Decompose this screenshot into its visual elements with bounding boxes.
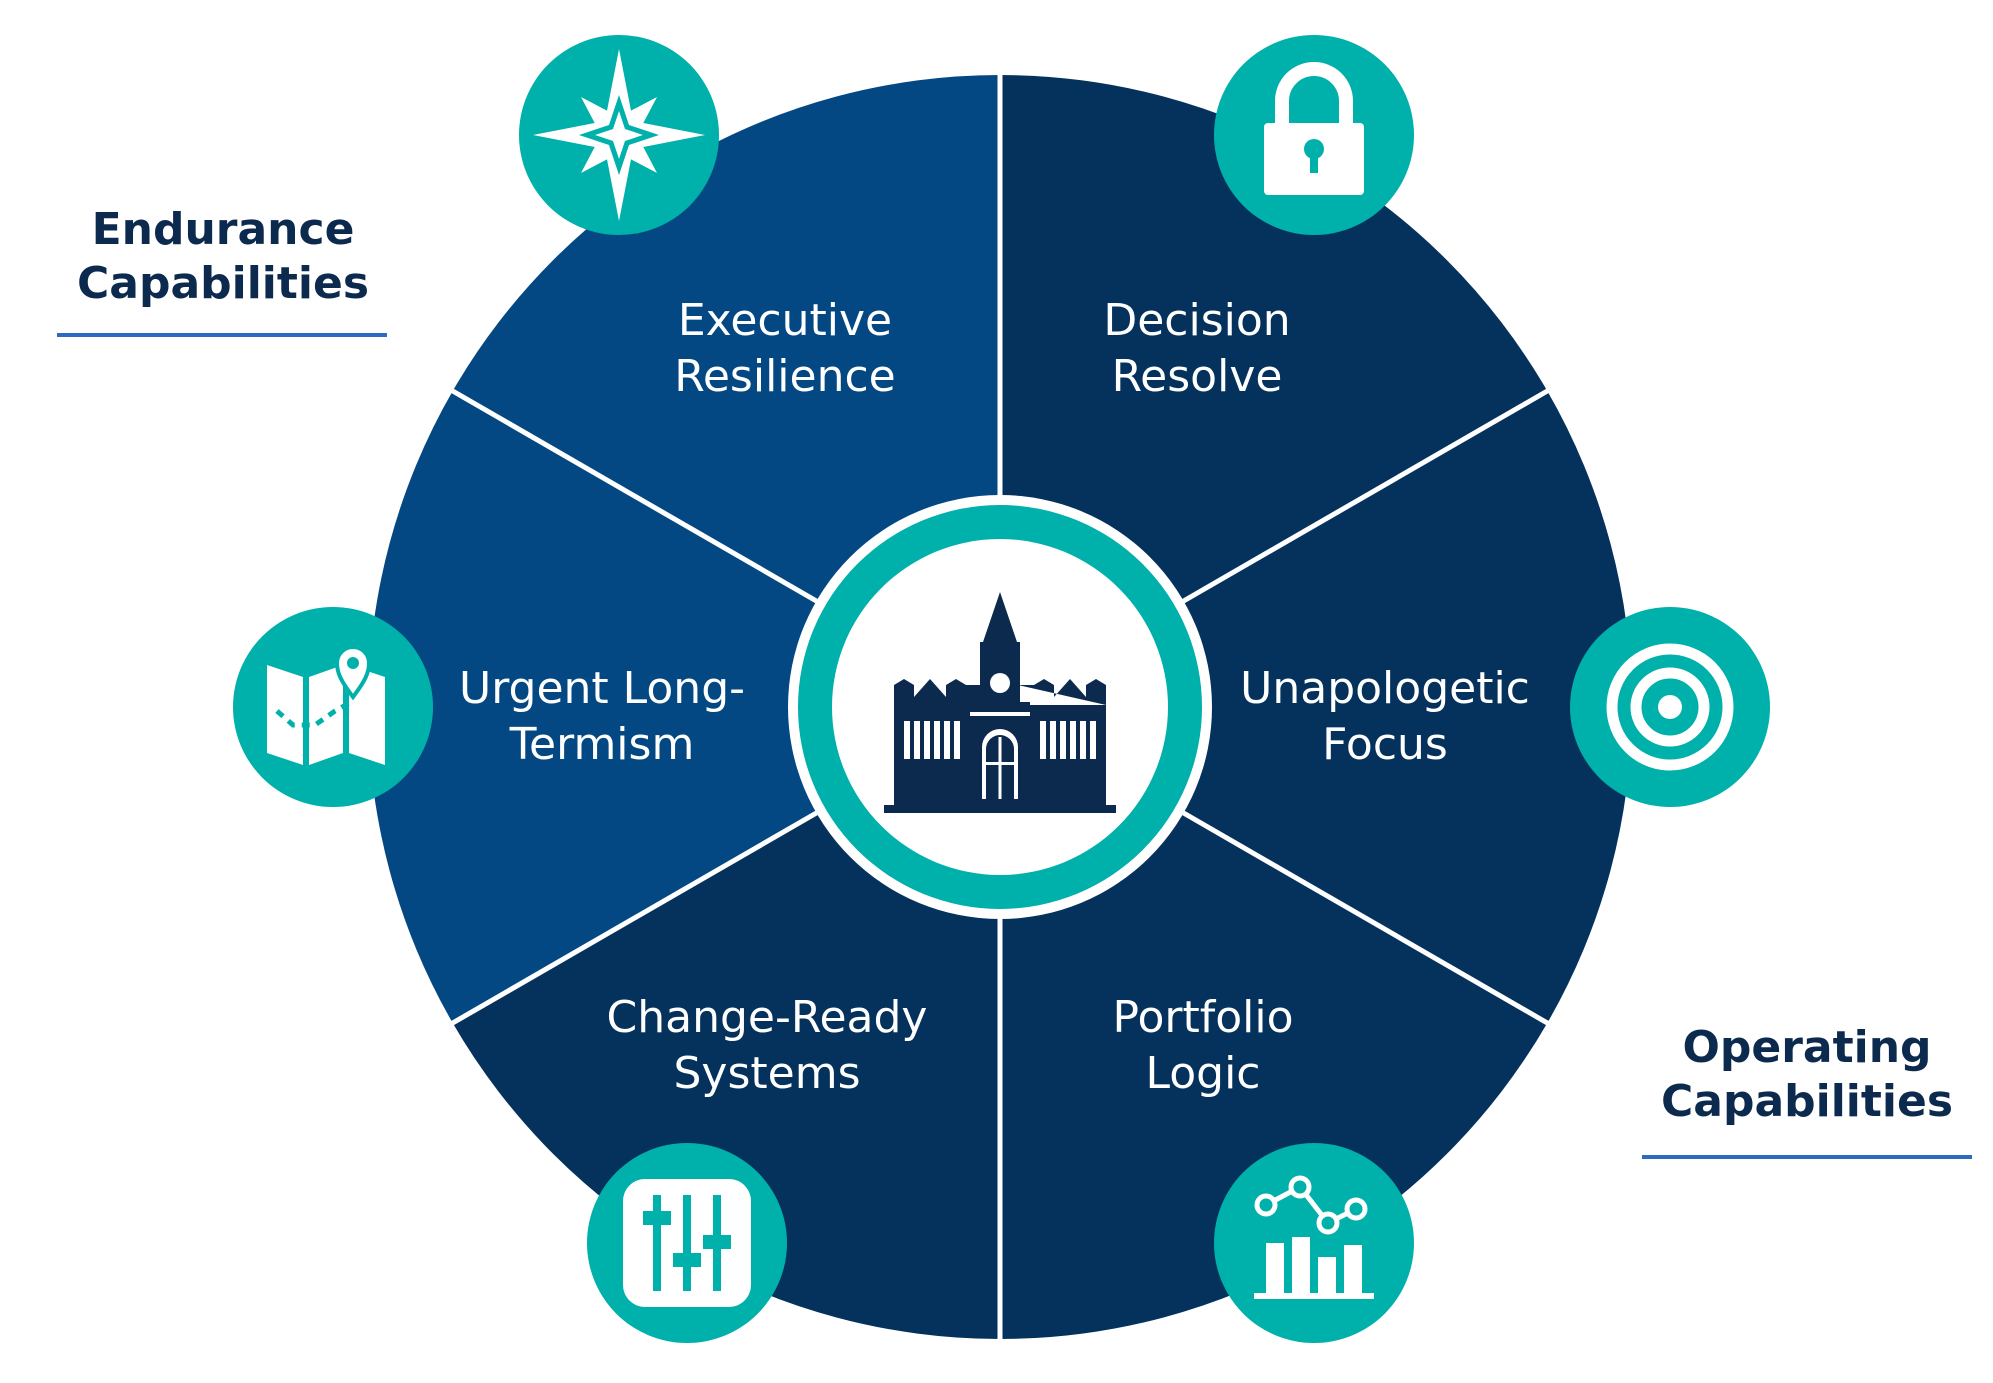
operating-heading-line2: Capabilities <box>1660 1076 1954 1127</box>
endurance-heading-line2: Capabilities <box>76 258 370 309</box>
segment-label-line2: Logic <box>1145 1048 1260 1099</box>
bar-line-chart-icon <box>1214 1143 1414 1343</box>
sliders-icon <box>587 1143 787 1343</box>
wedge-urgent-long <box>368 391 1000 1023</box>
segment-label-line2: Resolve <box>1112 351 1283 402</box>
endurance-capabilities-heading: Endurance Capabilities <box>58 203 388 311</box>
endurance-heading-line1: Endurance <box>91 204 355 255</box>
segment-label-line1: Change-Ready <box>607 992 928 1043</box>
operating-heading-line1: Operating <box>1682 1022 1932 1073</box>
segment-label-line2: Systems <box>674 1048 861 1099</box>
segment-label-line2: Focus <box>1322 719 1448 770</box>
segment-divider <box>1171 386 1553 610</box>
segment-label-line1: Unapologetic <box>1240 663 1530 714</box>
segment-divider <box>1171 804 1553 1028</box>
target-icon <box>1570 607 1770 807</box>
segment-label-line1: Executive <box>678 295 892 346</box>
dividers-layer <box>447 71 1553 1343</box>
operating-heading-underline <box>1642 1155 1972 1159</box>
compass-rose-icon <box>519 35 719 235</box>
segment-label-line1: Urgent Long- <box>459 663 745 714</box>
segment-divider <box>447 804 829 1028</box>
center-layer <box>788 495 1212 919</box>
segment-divider <box>447 386 829 610</box>
padlock-icon <box>1214 35 1414 235</box>
segment-label: Urgent Long-Termism <box>459 663 745 770</box>
segment-label-line2: Resilience <box>674 351 895 402</box>
icons-layer <box>233 35 1770 1343</box>
university-building-icon <box>884 592 1116 813</box>
wedge-unapologetic <box>1000 391 1632 1023</box>
segment-label-line2: Termism <box>509 719 695 770</box>
segment-label-line1: Portfolio <box>1112 992 1293 1043</box>
endurance-heading-underline <box>57 333 387 337</box>
map-pin-icon <box>233 607 433 807</box>
segment-label-line1: Decision <box>1103 295 1290 346</box>
operating-capabilities-heading: Operating Capabilities <box>1642 1021 1972 1129</box>
